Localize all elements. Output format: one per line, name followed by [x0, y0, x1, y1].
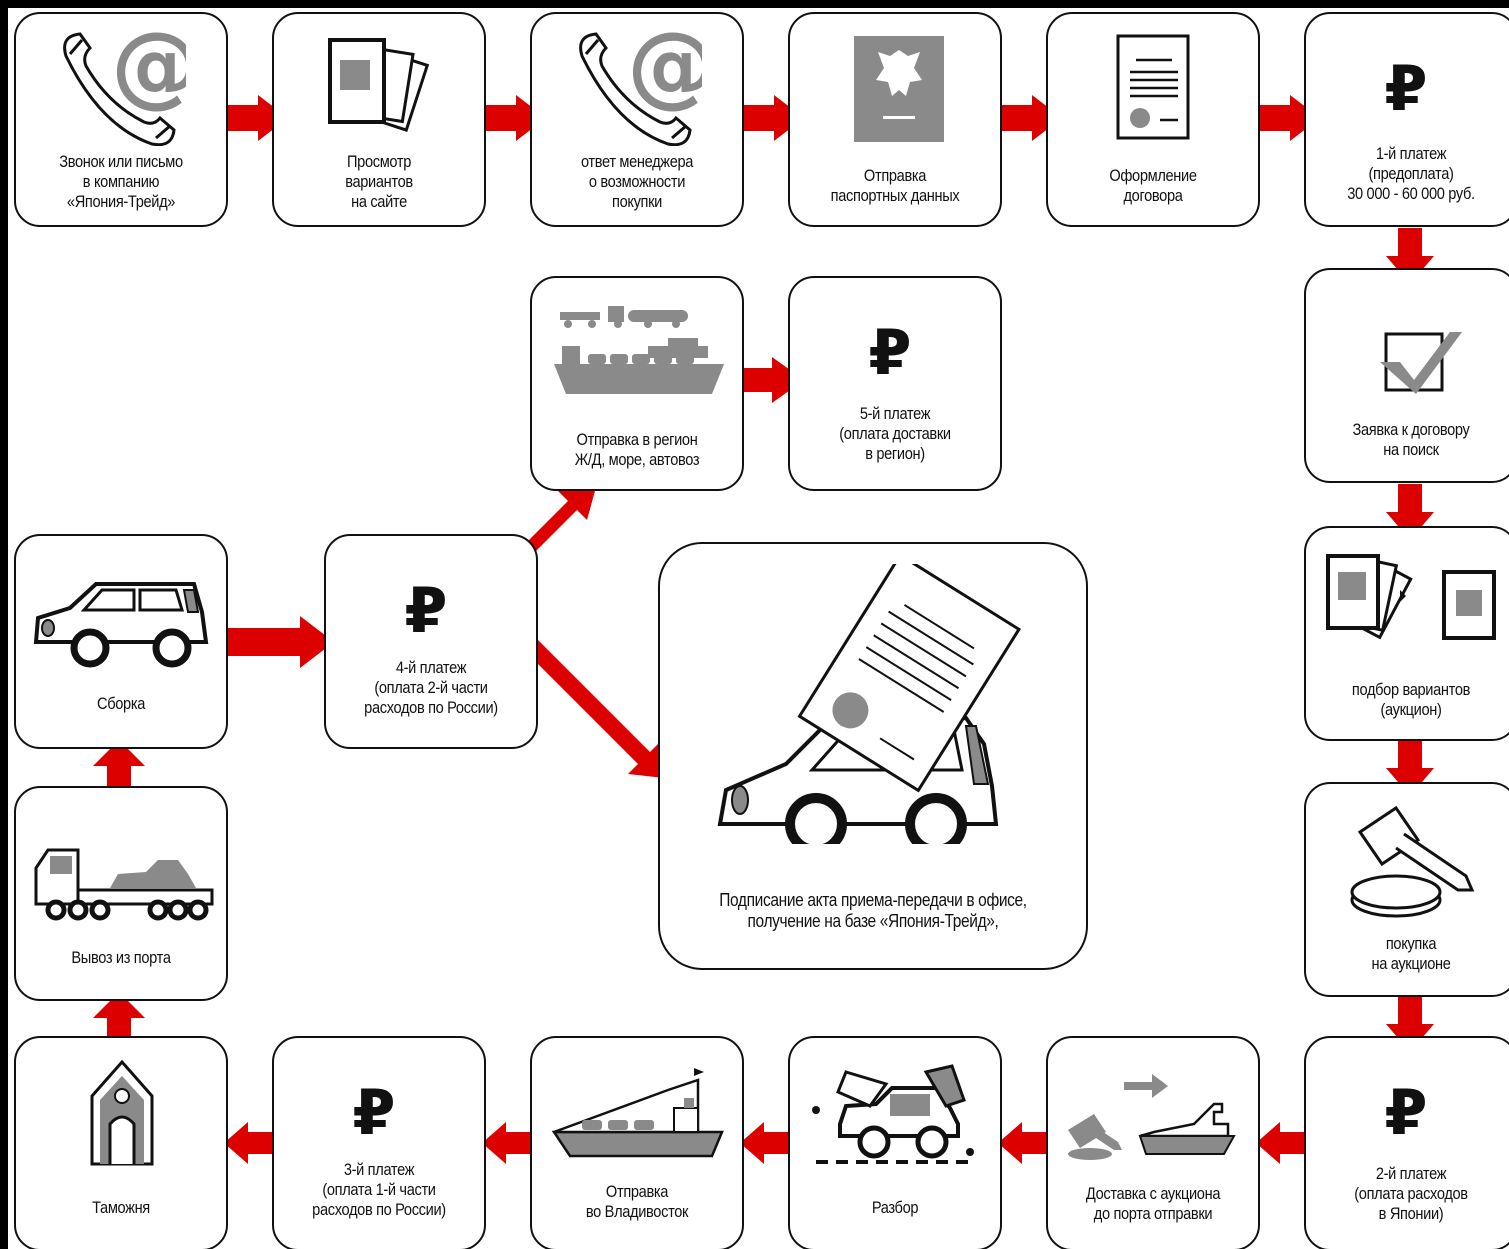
contract-icon [1116, 34, 1190, 140]
phone-email-icon: @ [579, 26, 702, 146]
step-label: Отправка во Владивосток [585, 1182, 689, 1221]
arrow-diagonal-up [527, 480, 598, 551]
step-label: Звонок или письмо в компанию «Япония-Тре… [59, 152, 183, 211]
step-auction-purchase: покупка на аукционе [1304, 782, 1509, 997]
arrow-right [228, 616, 334, 668]
customs-house-icon [90, 1059, 154, 1166]
ruble-icon: ₽ [352, 1076, 396, 1149]
step-delivery-port: Доставка с аукциона до порта отправки [1046, 1036, 1260, 1249]
arrow-diagonal-down [526, 640, 664, 778]
step-label: 1-й платеж (предоплата) 30 000 - 60 000 … [1347, 144, 1475, 203]
step-label: Доставка с аукциона до порта отправки [1085, 1184, 1221, 1223]
step-port-export: Вывоз из порта [14, 786, 228, 1001]
svg-text:@: @ [627, 26, 702, 118]
step-passport: Отправка паспортных данных [788, 12, 1002, 227]
step-label: покупка на аукционе [1371, 934, 1451, 973]
passport-icon [854, 36, 944, 142]
arrow-up [93, 992, 145, 1040]
step-selection: подбор вариантов (аукцион) [1304, 526, 1509, 741]
ruble-icon: ₽ [868, 316, 912, 389]
step-label: Подписание акта приема-передачи в офисе,… [719, 890, 1027, 931]
car-contract-icon [717, 564, 1022, 844]
arrow-left [740, 1122, 790, 1164]
gavel-ship-icon [1068, 1074, 1236, 1160]
step-region-shipping: Отправка в регион Ж/Д, море, автовоз [530, 276, 744, 491]
phone-email-icon: @ [63, 26, 186, 146]
step-label: Сборка [97, 694, 145, 713]
ruble-icon: ₽ [1384, 1076, 1428, 1149]
step-assembly: Сборка [14, 534, 228, 749]
step-payment-5: ₽ 5-й платеж (оплата доставки в регион) [788, 276, 1002, 491]
step-label: Разбор [871, 1198, 919, 1217]
step-manager-reply: @ ответ менеджера о возможности покупки [530, 12, 744, 227]
step-label: Оформление договора [1109, 166, 1197, 205]
ruble-icon: ₽ [1384, 52, 1428, 125]
svg-text:@: @ [111, 26, 186, 118]
ship-icon [551, 1068, 724, 1158]
arrow-up [93, 740, 145, 787]
photos-icon [1326, 553, 1496, 640]
step-label: 2-й платеж (оплата расходов в Японии) [1354, 1164, 1468, 1223]
step-payment-1: ₽ 1-й платеж (предоплата) 30 000 - 60 00… [1304, 12, 1509, 227]
arrow-left [998, 1122, 1048, 1164]
frame-border-left [0, 0, 8, 1249]
step-ship-vladivostok: Отправка во Владивосток [530, 1036, 744, 1249]
step-label: Таможня [92, 1198, 150, 1217]
step-label: подбор вариантов (аукцион) [1351, 680, 1471, 719]
gavel-icon [1350, 805, 1475, 918]
frame-border-top [0, 0, 1509, 8]
ruble-icon: ₽ [404, 574, 448, 647]
step-label: ответ менеджера о возможности покупки [580, 152, 694, 211]
checkbox-icon [1380, 332, 1462, 394]
step-signing: Подписание акта приема-передачи в офисе,… [658, 542, 1088, 970]
documents-icon [328, 38, 430, 132]
step-call: @ Звонок или письмо в компанию «Япония-Т… [14, 12, 228, 227]
step-label: 4-й платеж (оплата 2-й части расходов по… [364, 658, 498, 717]
step-payment-2: ₽ 2-й платеж (оплата расходов в Японии) [1304, 1036, 1509, 1249]
car-disassembly-icon [812, 1064, 976, 1164]
step-contract: Оформление договора [1046, 12, 1260, 227]
step-payment-4: ₽ 4-й платеж (оплата 2-й части расходов … [324, 534, 538, 749]
step-label: Просмотр вариантов на сайте [345, 152, 413, 211]
step-label: Заявка к договору на поиск [1352, 420, 1470, 459]
step-label: 5-й платеж (оплата доставки в регион) [839, 404, 951, 463]
arrow-left [482, 1122, 532, 1164]
arrow-right [744, 357, 804, 403]
step-label: 3-й платеж (оплата 1-й части расходов по… [312, 1160, 446, 1219]
arrow-left [224, 1122, 274, 1164]
step-label: Отправка паспортных данных [830, 166, 960, 205]
step-browse: Просмотр вариантов на сайте [272, 12, 486, 227]
step-disassembly: Разбор [788, 1036, 1002, 1249]
step-label: Вывоз из порта [71, 948, 171, 967]
step-customs: Таможня [14, 1036, 228, 1249]
step-payment-3: ₽ 3-й платеж (оплата 1-й части расходов … [272, 1036, 486, 1249]
car-icon [33, 582, 209, 668]
arrow-left [1256, 1122, 1306, 1164]
step-search-request: Заявка к договору на поиск [1304, 268, 1509, 483]
tow-truck-icon [34, 848, 214, 921]
transport-icon [554, 306, 724, 394]
step-label: Отправка в регион Ж/Д, море, автовоз [574, 430, 700, 469]
